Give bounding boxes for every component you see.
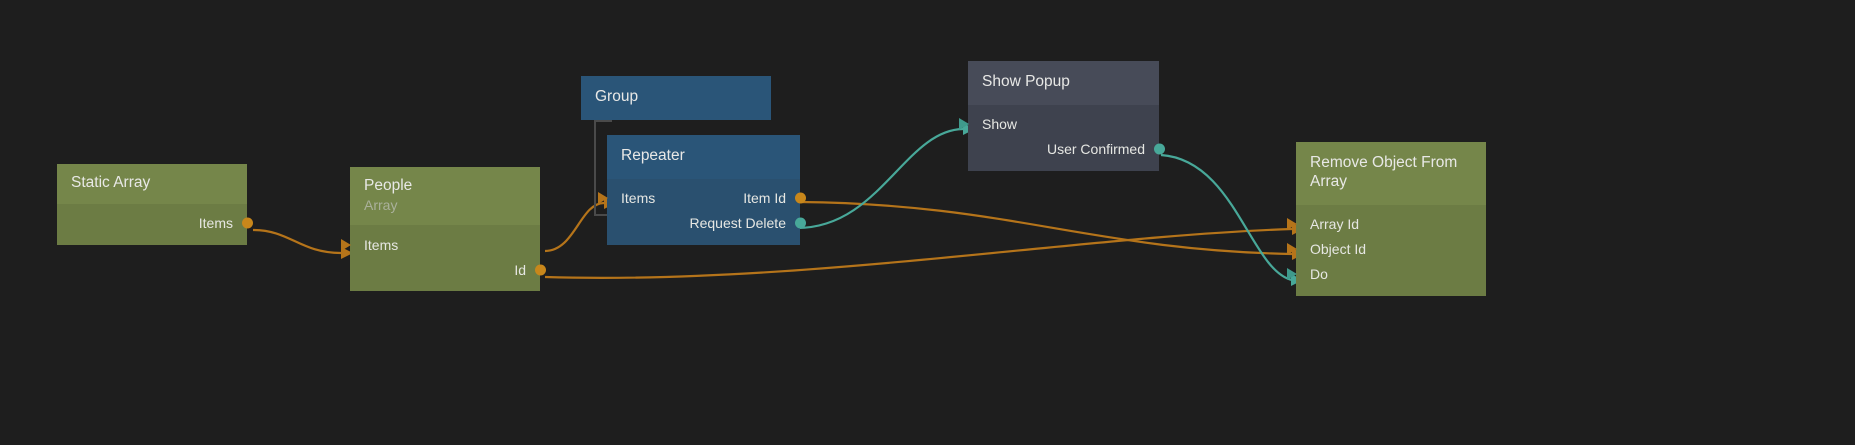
port-show-popup-user-confirmed-out[interactable]: User Confirmed: [968, 137, 1165, 162]
port-static-array-items-out[interactable]: Items: [57, 211, 253, 236]
node-static-array-body: Items: [57, 203, 253, 245]
node-repeater[interactable]: Repeater Items Item Id Request Delete: [598, 135, 806, 245]
node-remove-object-body: Array Id Object Id Do: [1287, 204, 1486, 296]
port-dot-data-icon[interactable]: [241, 217, 253, 229]
port-label: Do: [1310, 266, 1328, 283]
port-label: Id: [514, 261, 526, 278]
node-static-array[interactable]: Static Array Items: [57, 164, 253, 245]
port-remove-object-array-id-in[interactable]: Array Id: [1287, 212, 1486, 237]
node-group-header: Group: [581, 76, 771, 120]
port-label: Items: [364, 236, 399, 253]
node-people-subtitle: Array: [364, 196, 398, 213]
port-dot-data-icon[interactable]: [534, 264, 546, 276]
port-label: Array Id: [1310, 216, 1360, 233]
port-remove-object-do-in[interactable]: Do: [1287, 262, 1486, 287]
node-static-array-header: Static Array: [57, 164, 247, 204]
node-remove-object-title: Remove Object From Array: [1310, 154, 1458, 190]
node-repeater-body: Items Item Id Request Delete: [598, 178, 806, 245]
node-people-header: People Array: [350, 167, 540, 226]
wire-user-confirmed-to-do: [1160, 153, 1293, 282]
port-repeater-items-in[interactable]: Items Item Id: [598, 186, 806, 211]
port-arrow-data-icon[interactable]: [341, 238, 351, 251]
port-show-popup-show-in[interactable]: Show: [959, 112, 1159, 137]
port-people-items-in[interactable]: Items: [341, 232, 540, 257]
port-label: Request Delete: [689, 215, 786, 232]
node-repeater-header: Repeater: [607, 135, 800, 179]
node-people-title: People: [364, 177, 413, 194]
wire-static-array-to-people: [252, 228, 342, 255]
port-dot-signal-icon[interactable]: [794, 217, 806, 229]
port-arrow-data-icon[interactable]: [1287, 218, 1297, 231]
port-arrow-signal-icon[interactable]: [959, 118, 969, 131]
node-remove-object-from-array[interactable]: Remove Object From Array Array Id Object…: [1287, 142, 1486, 296]
node-repeater-title: Repeater: [621, 147, 685, 164]
port-label: Object Id: [1310, 241, 1367, 258]
node-group-title: Group: [595, 88, 639, 105]
port-arrow-signal-icon[interactable]: [1287, 268, 1297, 281]
wire-request-delete-to-show: [796, 127, 964, 230]
port-repeater-request-delete-out[interactable]: Request Delete: [607, 211, 806, 236]
port-remove-object-object-id-in[interactable]: Object Id: [1287, 237, 1486, 262]
node-show-popup-body: Show User Confirmed: [959, 104, 1165, 171]
node-show-popup[interactable]: Show Popup Show User Confirmed: [959, 61, 1165, 171]
port-label: Show: [982, 116, 1018, 133]
port-label: Items: [198, 215, 233, 232]
node-show-popup-header: Show Popup: [968, 61, 1159, 105]
port-label: User Confirmed: [1046, 141, 1145, 158]
port-people-id-out[interactable]: Id: [350, 257, 546, 282]
port-label: Items: [621, 190, 656, 207]
port-label: Item Id: [743, 190, 786, 207]
node-people[interactable]: People Array Items Id: [341, 167, 546, 292]
node-remove-object-header: Remove Object From Array: [1296, 142, 1486, 205]
port-dot-signal-icon[interactable]: [1153, 143, 1165, 155]
node-show-popup-title: Show Popup: [982, 73, 1070, 90]
node-static-array-title: Static Array: [71, 174, 151, 191]
port-dot-data-icon[interactable]: [794, 192, 806, 204]
node-people-body: Items Id: [341, 225, 546, 292]
port-arrow-data-icon[interactable]: [598, 192, 608, 205]
node-group[interactable]: Group: [581, 76, 771, 120]
wire-item-id-to-object-id: [799, 200, 1293, 256]
port-arrow-data-icon[interactable]: [1287, 243, 1297, 256]
